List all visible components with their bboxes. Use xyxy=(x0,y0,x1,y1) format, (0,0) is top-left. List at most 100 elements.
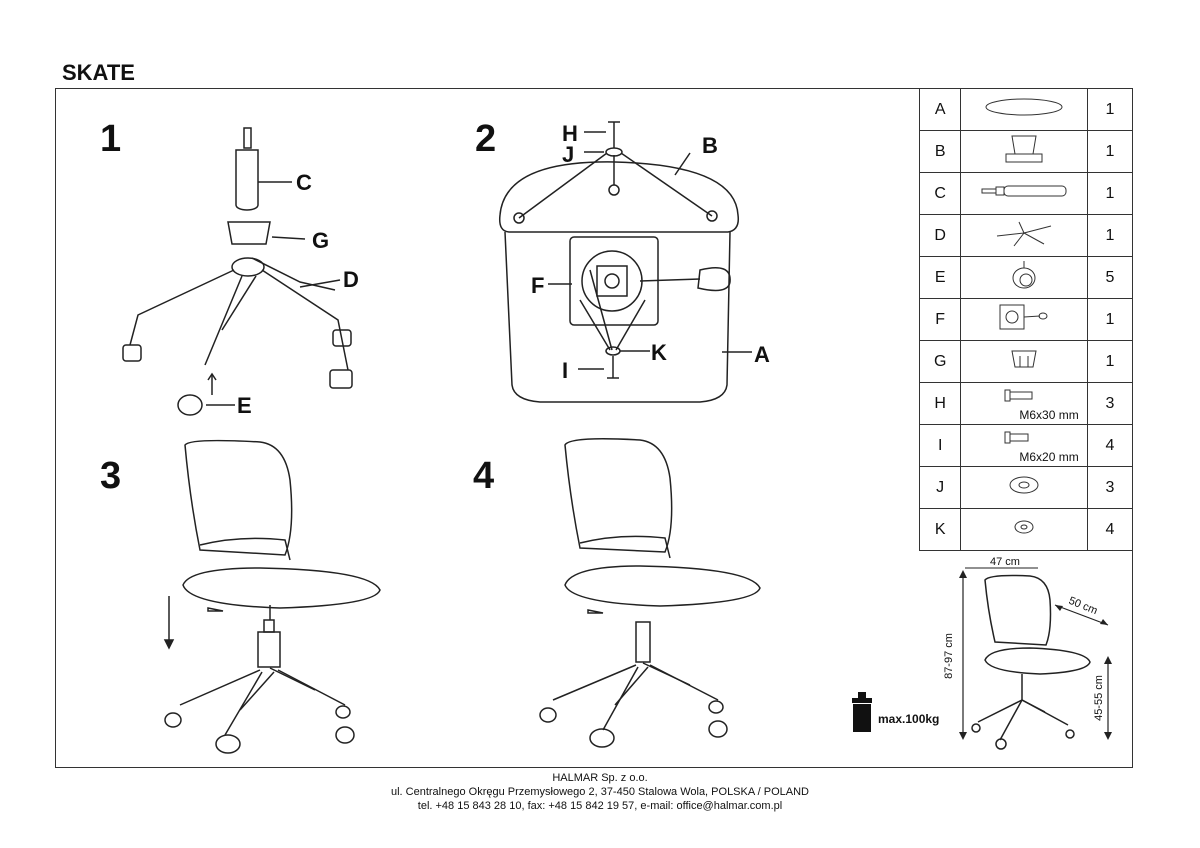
part-image xyxy=(960,508,1088,551)
part-qty: 3 xyxy=(1086,382,1134,425)
gas-lift-icon xyxy=(981,185,1067,197)
dimension-height: 87-97 cm xyxy=(942,633,955,679)
parts-row: I M6x20 mm 4 xyxy=(918,424,1134,467)
part-qty: 1 xyxy=(1086,214,1134,257)
part-image xyxy=(960,88,1088,131)
small-washer-icon xyxy=(1014,520,1034,534)
star-base-icon xyxy=(997,221,1052,247)
footer-address: ul. Centralnego Okręgu Przemysłowego 2, … xyxy=(390,786,809,798)
step-1-drawing xyxy=(122,127,353,416)
seat-outline xyxy=(504,231,731,403)
part-qty: 1 xyxy=(1086,298,1134,341)
part-letter: D xyxy=(918,214,962,257)
label-i: I xyxy=(562,358,569,383)
part-letter: A xyxy=(918,88,962,131)
dimension-drawing xyxy=(959,567,1112,750)
parts-row: G 1 xyxy=(918,340,1134,383)
label-b: B xyxy=(702,133,718,158)
part-qty: 3 xyxy=(1086,466,1134,509)
washer-j xyxy=(605,147,623,157)
part-image xyxy=(960,130,1088,173)
part-image xyxy=(960,256,1088,299)
instruction-frame xyxy=(55,88,1133,768)
gas-cover xyxy=(227,221,271,245)
label-a: A xyxy=(754,342,770,367)
parts-row: E 5 xyxy=(918,256,1134,299)
label-h: H xyxy=(562,121,578,146)
label-g: G xyxy=(312,228,330,253)
washer-k xyxy=(605,346,621,356)
gas-lift-cylinder xyxy=(235,149,259,211)
parts-table: A 1 B 1 C 1 D 1 E 5 F 1 G 1 H M6x30 mm 3… xyxy=(918,88,1134,551)
parts-row: F 1 xyxy=(918,298,1134,341)
dimension-seat-height: 45-55 cm xyxy=(1092,675,1105,721)
max-load: max.100kg xyxy=(878,712,940,726)
step-3-number: 3 xyxy=(100,455,122,497)
parts-row: C 1 xyxy=(918,172,1134,215)
parts-row: D 1 xyxy=(918,214,1134,257)
large-washer-icon xyxy=(1009,476,1039,494)
gas-cover-icon xyxy=(1011,350,1037,368)
part-qty: 1 xyxy=(1086,130,1134,173)
part-letter: J xyxy=(918,466,962,509)
part-letter: G xyxy=(918,340,962,383)
part-image xyxy=(960,466,1088,509)
caster-wheel-icon xyxy=(1012,261,1036,289)
label-d: D xyxy=(343,267,359,292)
bolt-icon xyxy=(1004,389,1033,402)
parts-row: A 1 xyxy=(918,88,1134,131)
seat-pad-icon xyxy=(985,98,1063,116)
dimension-width: 47 cm xyxy=(990,556,1020,568)
parts-row: K 4 xyxy=(918,508,1134,551)
part-image xyxy=(960,298,1088,341)
footer-contact: tel. +48 15 843 28 10, fax: +48 15 842 1… xyxy=(417,800,783,812)
mechanism-lever xyxy=(697,267,731,292)
label-e: E xyxy=(237,393,252,418)
parts-row: B 1 xyxy=(918,130,1134,173)
seat xyxy=(182,567,381,609)
part-image xyxy=(960,172,1088,215)
parts-row: H M6x30 mm 3 xyxy=(918,382,1134,425)
backrest-icon xyxy=(1005,135,1043,163)
part-qty: 5 xyxy=(1086,256,1134,299)
part-letter: F xyxy=(918,298,962,341)
step-4-number: 4 xyxy=(473,455,495,497)
bolt-size: M6x20 mm xyxy=(1019,450,1079,464)
part-image: M6x30 mm xyxy=(960,382,1088,425)
part-letter: B xyxy=(918,130,962,173)
gas-lift-piston xyxy=(243,127,252,149)
part-qty: 1 xyxy=(1086,172,1134,215)
step-3-drawing xyxy=(163,439,381,754)
part-letter: I xyxy=(918,424,962,467)
bolt-size: M6x30 mm xyxy=(1019,408,1079,422)
step-4-drawing xyxy=(539,438,761,748)
part-letter: K xyxy=(918,508,962,551)
page-title: SKATE xyxy=(62,60,135,85)
part-image xyxy=(960,340,1088,383)
part-image xyxy=(960,214,1088,257)
mechanism-plate-icon xyxy=(999,304,1048,330)
part-qty: 1 xyxy=(1086,340,1134,383)
step-2-number: 2 xyxy=(475,118,497,160)
step-2-drawing xyxy=(498,121,752,403)
part-qty: 1 xyxy=(1086,88,1134,131)
part-qty: 4 xyxy=(1086,424,1134,467)
label-k: K xyxy=(651,340,667,365)
part-qty: 4 xyxy=(1086,508,1134,551)
weight-icon xyxy=(852,692,872,732)
part-letter: C xyxy=(918,172,962,215)
bolt-icon xyxy=(1004,431,1029,444)
parts-row: J 3 xyxy=(918,466,1134,509)
footer-company: HALMAR Sp. z o.o. xyxy=(552,772,648,784)
part-letter: E xyxy=(918,256,962,299)
part-image: M6x20 mm xyxy=(960,424,1088,467)
label-c: C xyxy=(296,170,312,195)
part-letter: H xyxy=(918,382,962,425)
label-f: F xyxy=(531,273,545,298)
backrest-outline xyxy=(498,161,740,233)
star-base-hub xyxy=(231,257,265,277)
step-1-number: 1 xyxy=(100,118,122,160)
caster-wheel xyxy=(177,394,203,416)
label-j: J xyxy=(562,142,575,167)
